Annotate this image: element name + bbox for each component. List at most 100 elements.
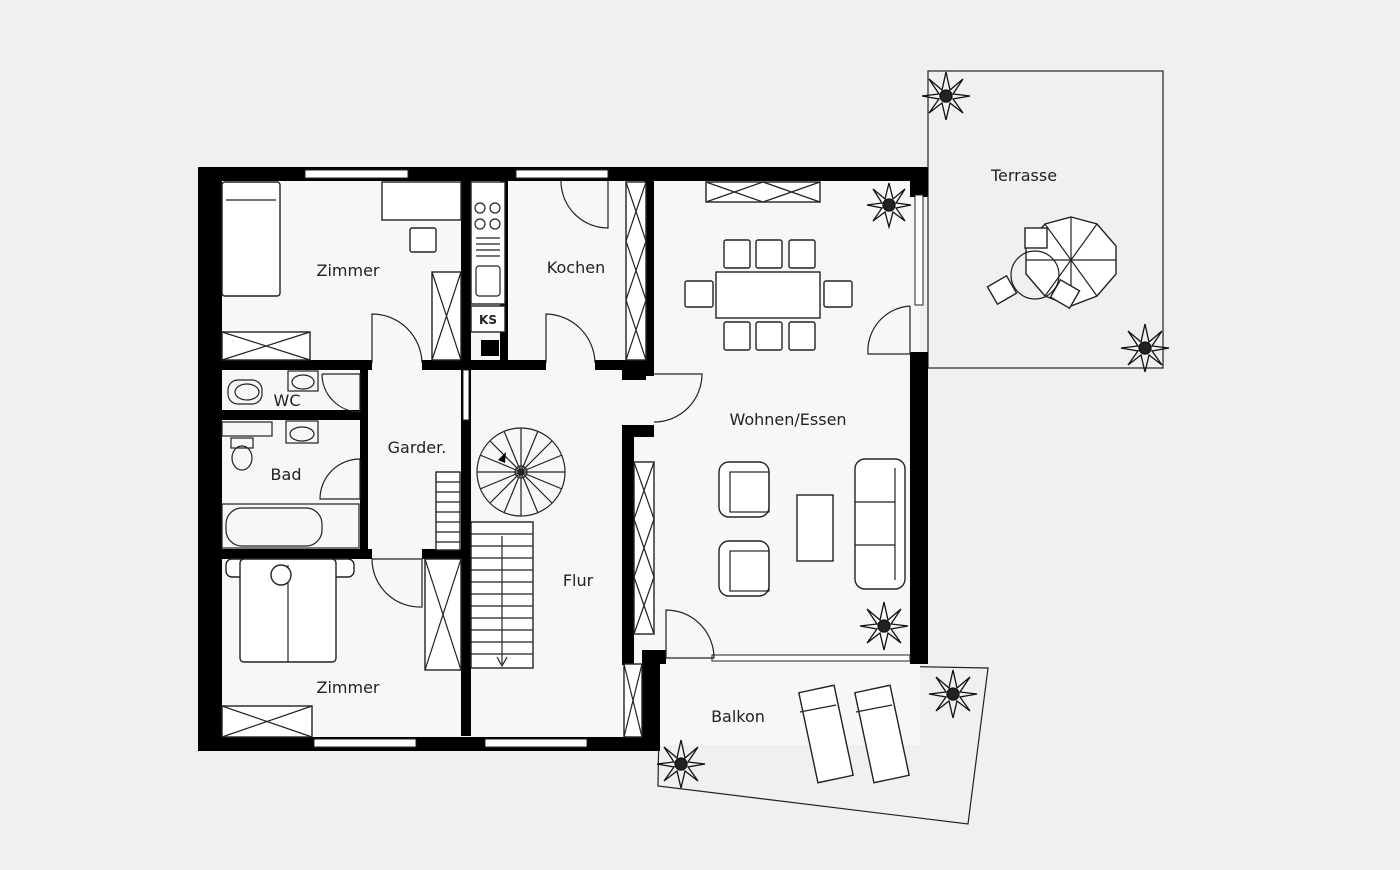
cabinet-cross: [221, 331, 311, 361]
terrace-furniture: [986, 216, 1117, 310]
plant-icon: [656, 739, 706, 789]
door-wohnen: [653, 373, 703, 423]
interior-window: [462, 369, 470, 421]
stove-burner: [489, 202, 501, 214]
basin: [285, 420, 319, 444]
kitchen-furniture: KS: [470, 181, 647, 361]
window: [914, 194, 924, 306]
cabinet-cross: [221, 705, 313, 738]
sideboard-cross: [705, 181, 821, 203]
terrace-chair: [1049, 278, 1081, 310]
living-furniture: [633, 458, 906, 635]
lounger-headrest: [855, 704, 893, 713]
armchair-seat: [729, 471, 770, 513]
door-balkon: [665, 609, 715, 659]
label-wc: WC: [274, 391, 301, 410]
wall-living-left: [622, 425, 634, 665]
chair: [684, 280, 714, 308]
plant-icon: [866, 182, 912, 230]
toilet-tank: [230, 437, 254, 449]
round-table: [1010, 250, 1060, 300]
label-balkon: Balkon: [711, 707, 765, 726]
shoe-rack: [435, 471, 461, 551]
sideboard: [705, 181, 821, 203]
terrace: [927, 70, 1164, 369]
wardrobe-cross: [431, 271, 462, 361]
rack-slats: [436, 481, 460, 543]
label-terrasse: Terrasse: [990, 166, 1057, 185]
wall-zimmer-bottom: [222, 360, 372, 370]
spiral-steps: [477, 428, 565, 516]
doors: [319, 180, 911, 659]
armchair-seat: [729, 550, 770, 592]
coffee-table: [796, 494, 834, 562]
wall-kitchen-right: [644, 181, 654, 376]
chair: [409, 227, 437, 253]
windows: [304, 169, 924, 748]
cabinet-cross: [633, 461, 655, 635]
room-labels: Zimmer Kochen Wohnen/Essen Terrasse WC G…: [271, 166, 1058, 726]
door-kochen-2: [560, 180, 609, 229]
zimmer-bottom-furniture: [221, 558, 462, 738]
sofa-cushions: [855, 468, 896, 580]
dining-table: [715, 271, 821, 319]
door-zimmer: [371, 313, 423, 364]
stove-burner: [489, 218, 501, 230]
bathtub-frame: [221, 503, 360, 549]
terrace-outline: [927, 70, 1164, 369]
armchair: [718, 461, 770, 518]
balcony-furniture: [797, 684, 911, 784]
lounger-headrest: [799, 704, 837, 713]
wall-left: [198, 167, 222, 751]
flur-furniture: [470, 427, 643, 738]
label-wohnen-essen: Wohnen/Essen: [729, 410, 846, 429]
label-flur: Flur: [563, 571, 594, 590]
bad-shelf: [221, 421, 273, 437]
toilet: [227, 379, 263, 405]
bathroom-fixtures: [221, 370, 360, 549]
door-terrasse: [867, 305, 911, 355]
label-garderobe: Garder.: [388, 438, 447, 457]
plant-icon: [859, 601, 909, 651]
chair: [755, 239, 783, 269]
single-bed: [221, 181, 281, 297]
stair-direction-icon: [496, 536, 508, 668]
bathtub: [225, 507, 323, 547]
basin-bowl: [291, 374, 315, 390]
cabinet-cross: [623, 663, 643, 738]
parasol-ribs: [1026, 217, 1116, 306]
window: [515, 169, 609, 179]
stove-burner: [474, 218, 486, 230]
label-zimmer-top: Zimmer: [317, 261, 380, 280]
drainboard: [476, 237, 500, 257]
wall-kitchen-bottom: [471, 360, 546, 370]
wardrobe-cross: [424, 558, 462, 671]
wall-garder-left: [360, 370, 368, 555]
wall-bad-bottom: [222, 549, 372, 559]
wall-right-top: [910, 167, 928, 197]
wall-bottom: [198, 737, 660, 751]
plant-icon: [1120, 323, 1170, 373]
chair: [755, 321, 783, 351]
door-wc: [321, 373, 361, 413]
wall-wc-bottom: [222, 410, 362, 420]
door-kochen: [545, 313, 596, 364]
dining-furniture: [684, 181, 853, 351]
basin-bowl: [289, 426, 315, 442]
garderobe-furniture: [435, 471, 461, 551]
window: [304, 169, 409, 179]
wall-bad-bottom-2: [422, 549, 462, 559]
label-kochen: Kochen: [547, 258, 605, 277]
ks-label: KS: [479, 313, 497, 327]
chair: [723, 239, 751, 269]
chair: [823, 280, 853, 308]
armchair: [718, 540, 770, 597]
balcony-window: [711, 654, 911, 662]
terrace-chair: [1024, 227, 1048, 249]
ks-box: [470, 305, 506, 333]
plants: [656, 71, 1170, 789]
wall-center: [461, 181, 471, 736]
stove-burner: [474, 202, 486, 214]
wall-pillar: [622, 368, 646, 380]
